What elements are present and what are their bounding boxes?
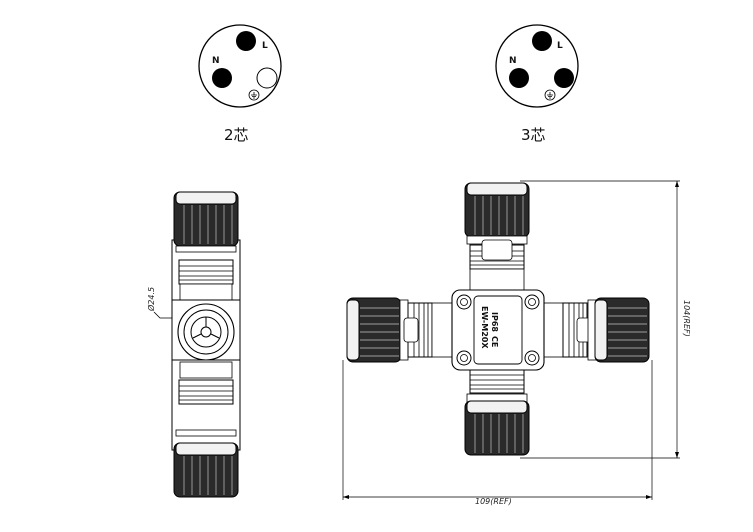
live-pin (532, 31, 552, 51)
neutral-label: N (509, 56, 517, 66)
live-pin (236, 31, 256, 51)
ground-icon (248, 89, 260, 101)
diameter-leader (153, 311, 172, 319)
ground-icon (544, 89, 556, 101)
pinout-caption: 3芯 (521, 126, 546, 144)
live-label: L (557, 41, 563, 51)
screw-icon (456, 294, 540, 366)
diameter-label: Ø24.5 (146, 287, 156, 312)
pinout-caption: 2芯 (224, 126, 249, 144)
side-socket (177, 303, 235, 361)
pinout-2-core: L N 2芯 (198, 24, 282, 144)
ip-rating-marking: IP68 (490, 312, 499, 332)
front-view: 109(REF) 104(REF) (342, 180, 691, 506)
earth-pin-filled (554, 68, 574, 88)
live-label: L (262, 41, 268, 51)
height-dimension (520, 180, 680, 459)
ce-marking: CE (490, 336, 499, 347)
width-label: 109(REF) (475, 497, 512, 506)
neutral-label: N (212, 56, 220, 66)
width-dimension (342, 360, 653, 500)
neutral-pin (212, 68, 232, 88)
model-marking: EW-M20X (480, 306, 489, 349)
earth-pin-empty (256, 67, 278, 89)
pinout-3-core: L N 3芯 (495, 24, 579, 144)
height-label: 104(REF) (682, 300, 691, 337)
neutral-pin (509, 68, 529, 88)
side-view: Ø24.5 (146, 191, 241, 498)
